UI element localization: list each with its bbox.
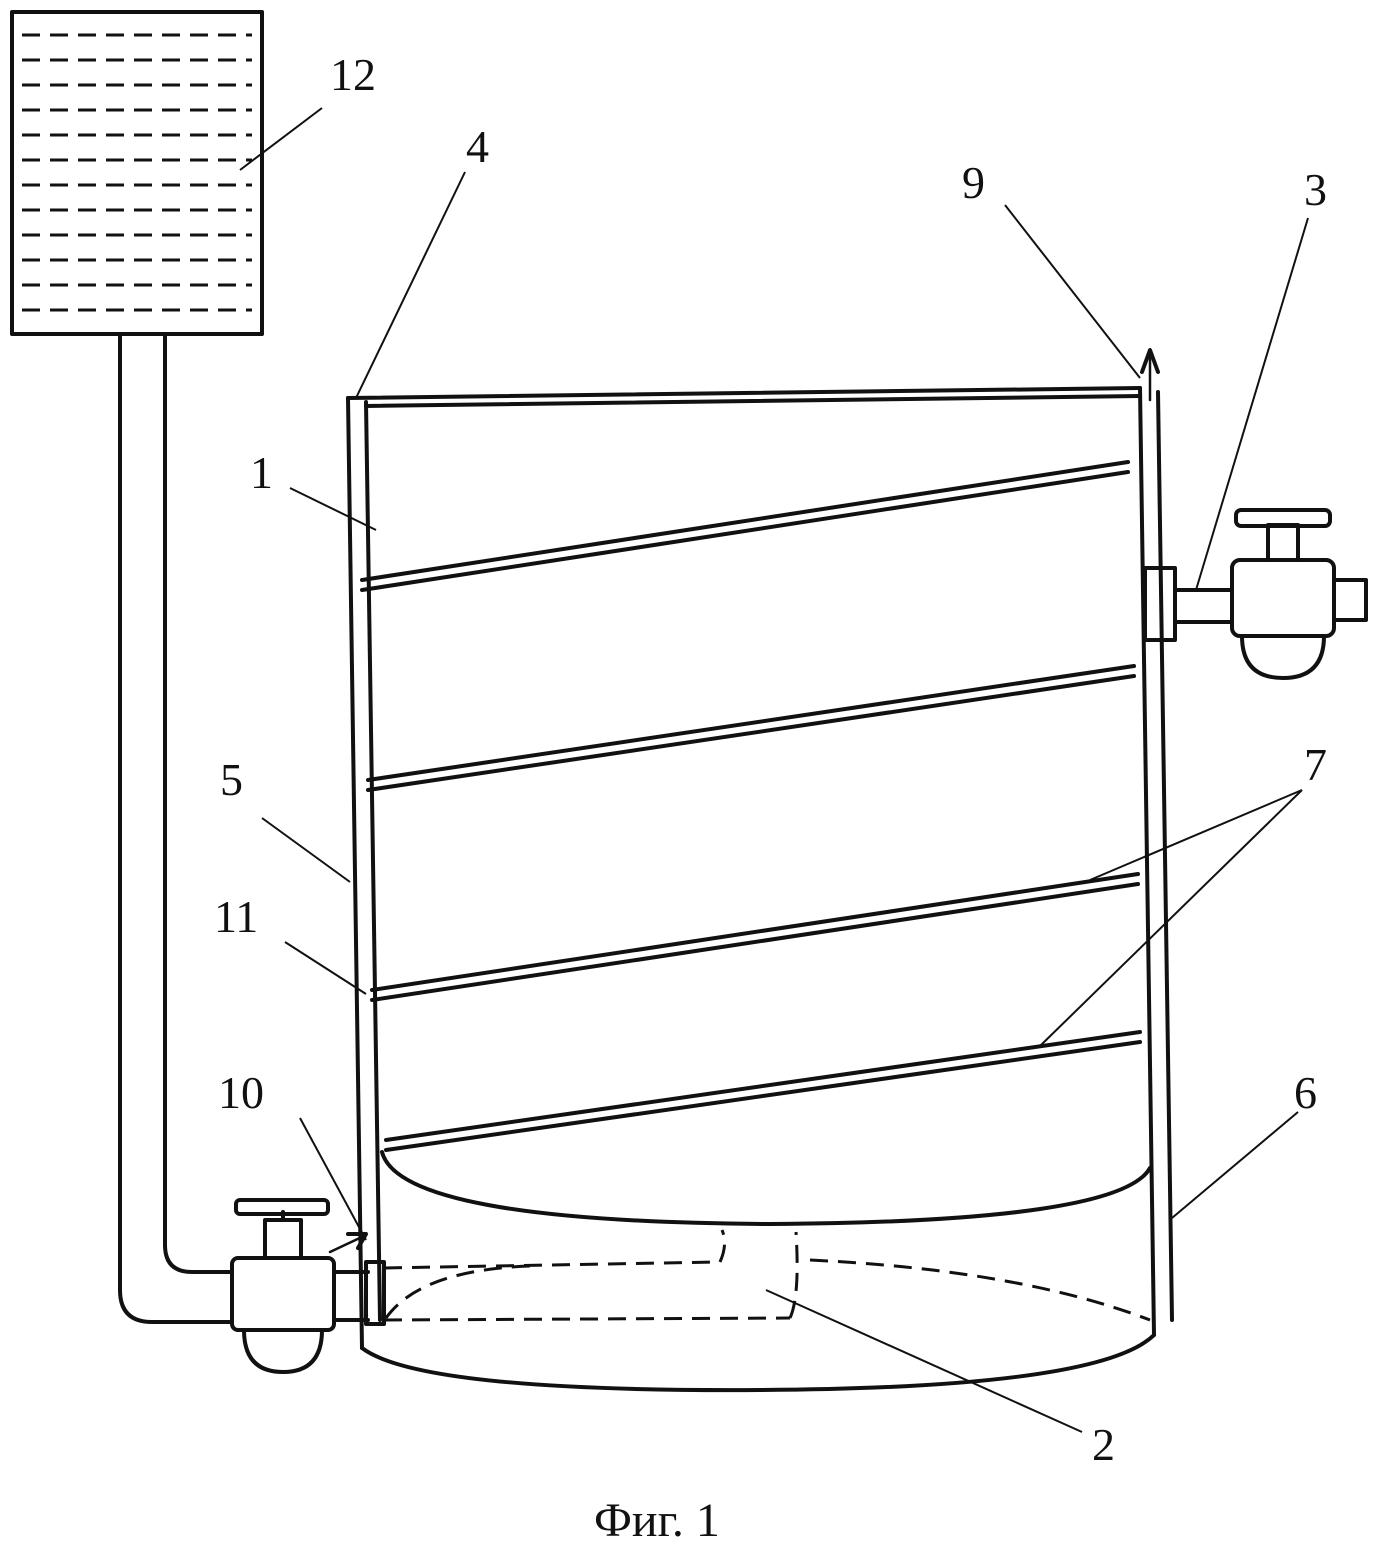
label-3: 3 [1304, 164, 1327, 215]
label-11: 11 [214, 891, 258, 942]
label-2: 2 [1092, 1419, 1115, 1470]
vessel-body [346, 348, 1174, 1350]
liquid-bottom [360, 1150, 1156, 1393]
leader-lines [239, 107, 1309, 1433]
inlet-valve [230, 1198, 370, 1374]
baffle-4 [384, 1030, 1142, 1152]
baffle-2 [366, 664, 1136, 792]
inlet-fitting-10 [328, 1232, 386, 1326]
label-1: 1 [250, 447, 273, 498]
reference-labels: 12 4 9 3 1 5 7 11 10 6 2 [214, 49, 1327, 1470]
figure-caption: Фиг. 1 [594, 1494, 720, 1547]
supply-pipe [118, 334, 234, 1324]
reservoir-tank-12 [10, 10, 264, 336]
label-9: 9 [962, 157, 985, 208]
label-5: 5 [220, 754, 243, 805]
baffle-1 [360, 460, 1130, 592]
outlet-valve-3 [1143, 508, 1368, 680]
label-7: 7 [1304, 739, 1327, 790]
label-6: 6 [1294, 1067, 1317, 1118]
label-12: 12 [330, 49, 376, 100]
baffles [360, 460, 1142, 1152]
label-4: 4 [466, 121, 489, 172]
baffle-3 [370, 872, 1140, 1002]
label-10: 10 [218, 1067, 264, 1118]
